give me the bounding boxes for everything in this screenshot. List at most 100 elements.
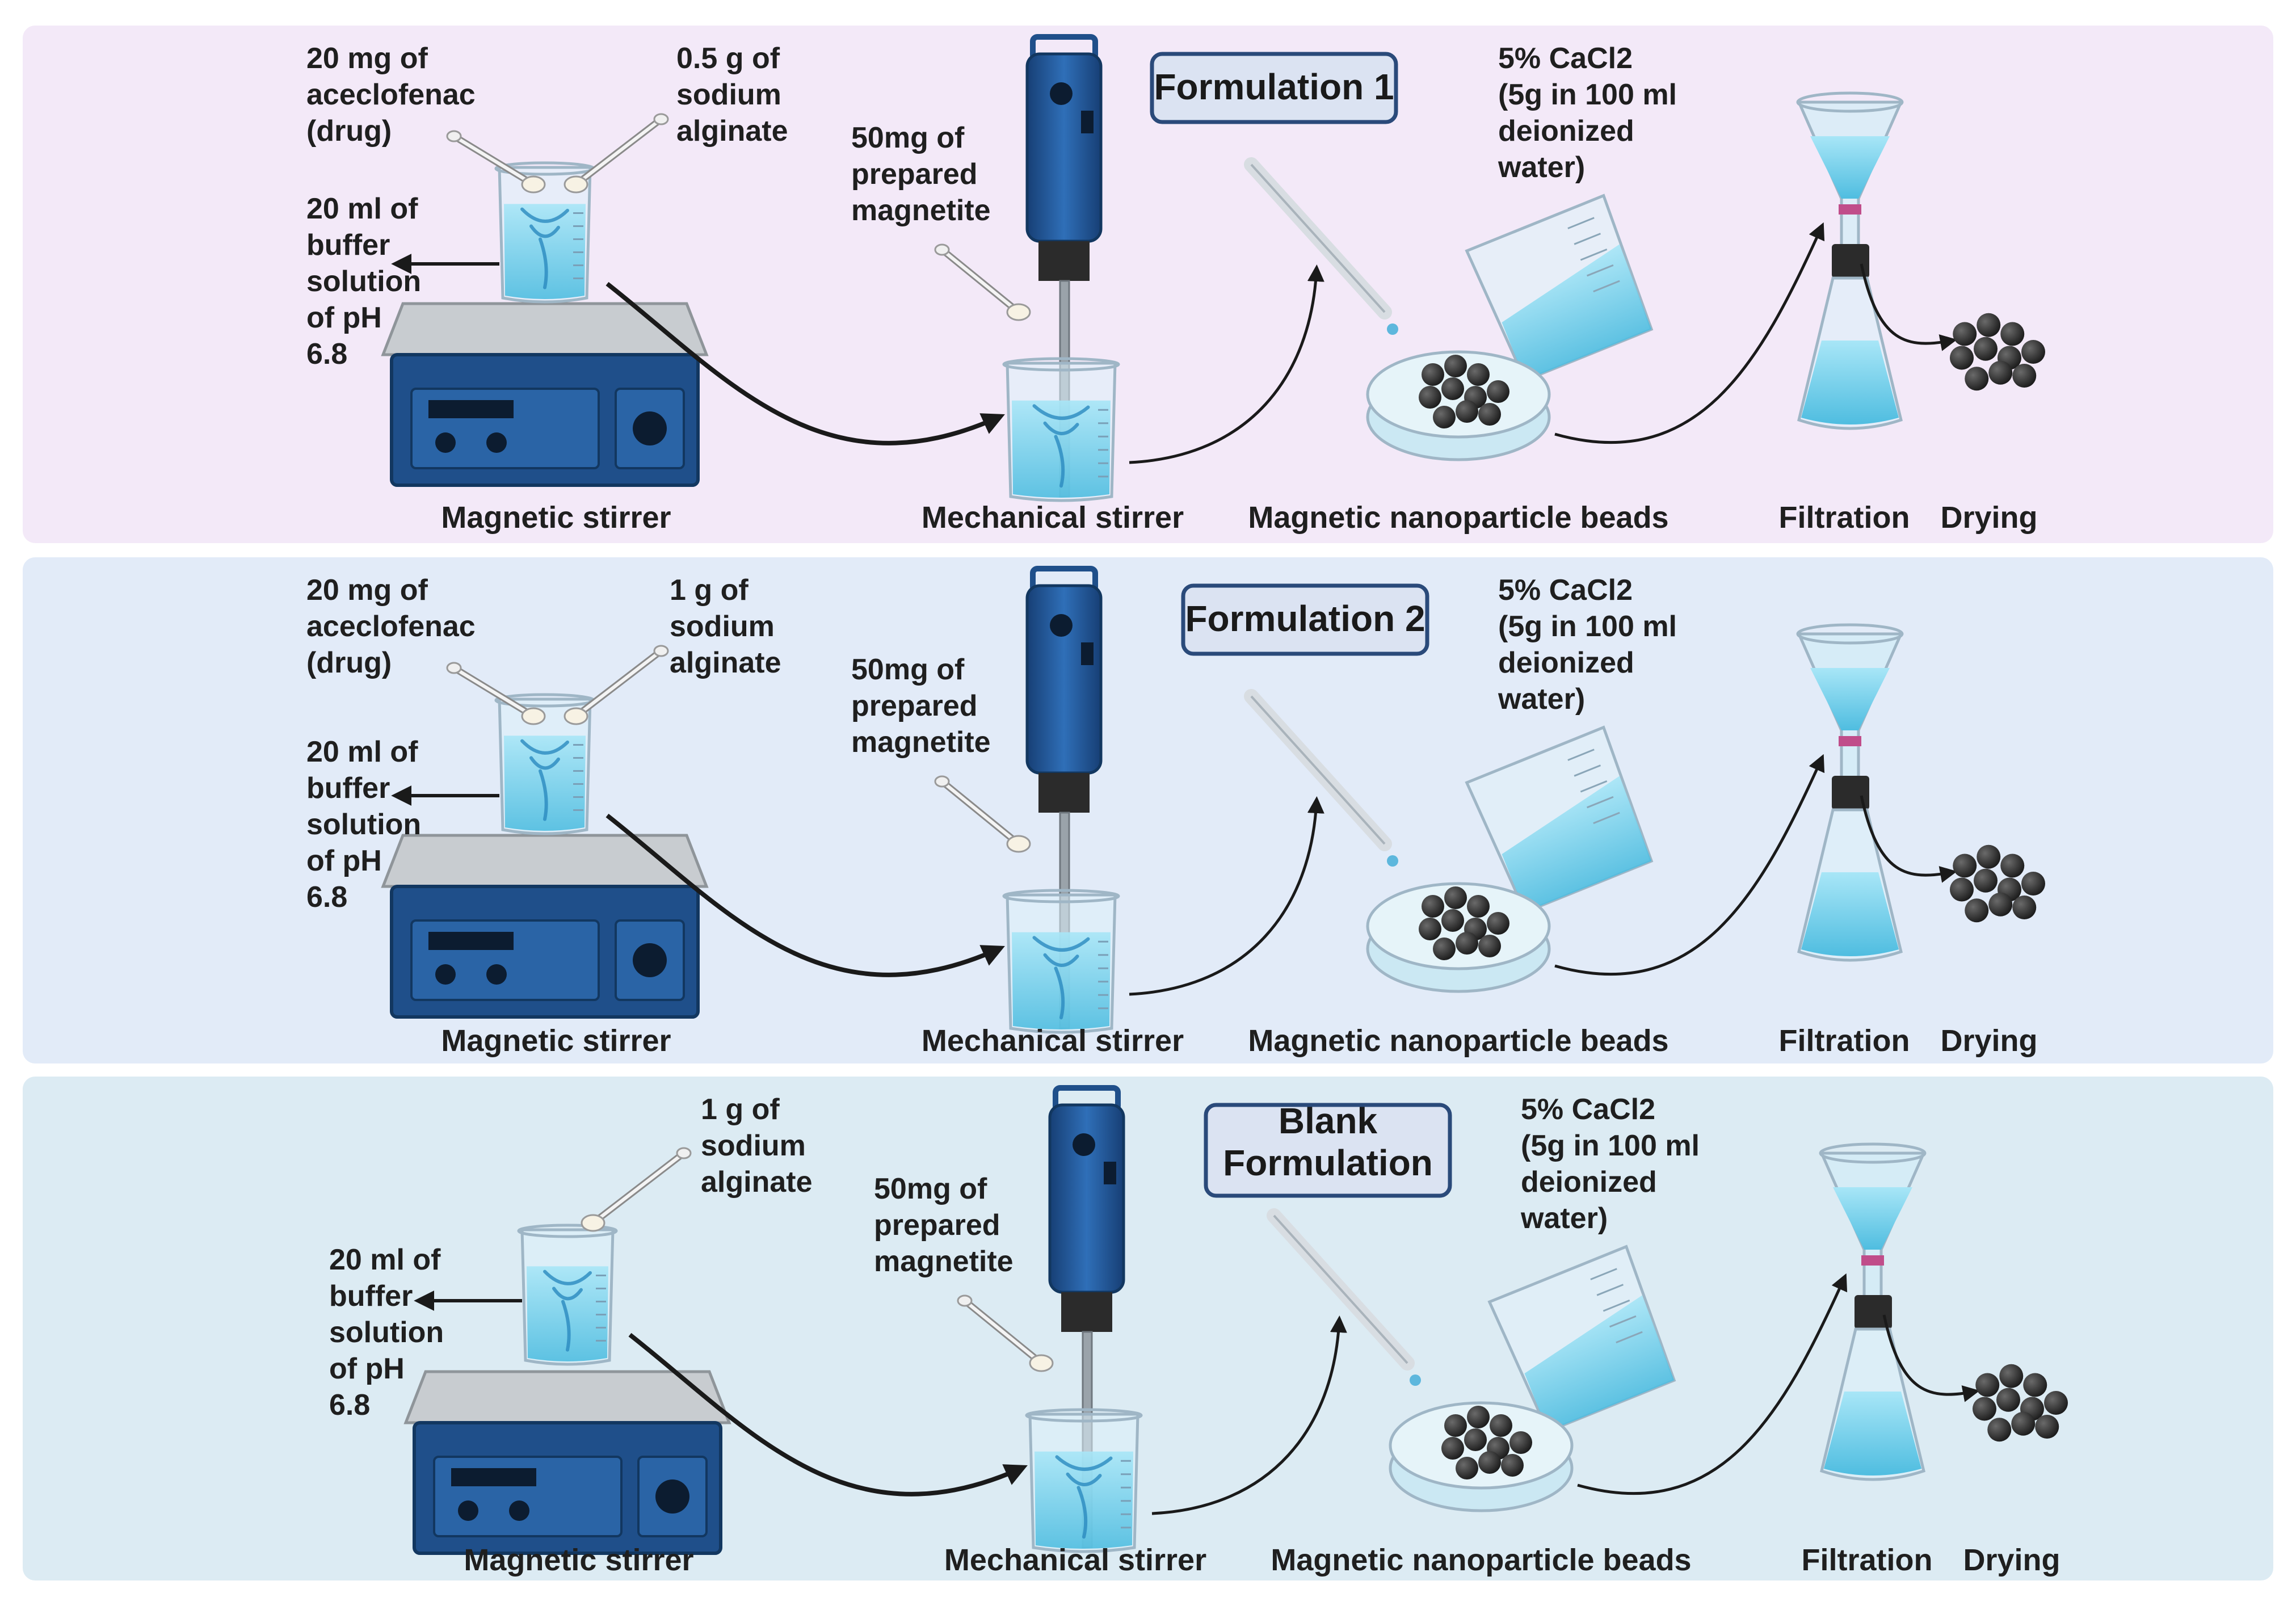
- beaker-rim: [517, 1224, 618, 1238]
- spatula-icon: [934, 243, 1031, 321]
- beaker-rim: [1002, 357, 1120, 372]
- funnel-liquid: [1810, 668, 1890, 730]
- bead: [2021, 872, 2045, 896]
- bead: [1490, 1414, 1512, 1437]
- beaker-graduation: [1593, 280, 1620, 293]
- spatula-icon: [446, 130, 546, 194]
- magnetic-stirrer-icon: [381, 302, 709, 487]
- spatula-handle-shine: [940, 248, 1020, 314]
- beaker-icon: [1025, 1408, 1143, 1553]
- spatula-icon: [564, 645, 669, 725]
- spatula-scoop: [581, 1214, 605, 1232]
- alginate-label-line: sodium: [676, 78, 781, 111]
- stage-caption-beads: Magnetic nanoparticle beads: [1248, 1024, 1668, 1058]
- spatula-icon: [564, 113, 669, 194]
- spatula-tip: [957, 1294, 973, 1307]
- magnetite-label-line: prepared: [874, 1209, 1000, 1242]
- stirrer-chuck: [1061, 1292, 1112, 1332]
- stirrer-switch: [1104, 1162, 1116, 1184]
- funnel-rim: [1796, 623, 1904, 645]
- stirrer-motor-body: [1025, 52, 1103, 243]
- beaker-graduation: [1603, 1300, 1630, 1312]
- alginate-label-line: alginate: [701, 1166, 813, 1199]
- stirrer-speed-dial: [1050, 82, 1073, 105]
- bead: [1419, 386, 1441, 409]
- funnel-rim: [1796, 91, 1904, 113]
- alginate-label-line: sodium: [670, 610, 775, 643]
- stirrer-chuck: [1038, 773, 1090, 813]
- funnel-flask-icon: [1819, 1142, 1927, 1481]
- funnel-flask-icon: [1796, 91, 1904, 430]
- buffer-label-line: buffer: [329, 1280, 413, 1313]
- stirrer-chuck: [1038, 241, 1090, 281]
- buffer-label-line: 20 ml of: [306, 735, 418, 768]
- spatula-icon: [446, 662, 546, 725]
- stirrer-switch: [1081, 111, 1094, 133]
- bead: [1478, 1451, 1501, 1474]
- formulation-badge-text: Formulation 2: [1185, 598, 1425, 639]
- beaker-graduation: [1590, 1268, 1617, 1280]
- flow-arrow: [1554, 754, 1825, 976]
- bead-cluster-icon: [1441, 1406, 1532, 1479]
- bead: [1433, 938, 1456, 960]
- beaker-graduation: [1587, 796, 1614, 809]
- flow-arrow: [1151, 1315, 1347, 1515]
- buffer-label-line: 6.8: [306, 881, 347, 914]
- stirrer-knob: [509, 1500, 529, 1521]
- bead-cluster-icon: [1973, 1364, 2068, 1442]
- spatula-icon: [934, 775, 1031, 853]
- tilted-beaker-icon: [1487, 1245, 1676, 1434]
- drug-label-line: 20 mg of: [306, 574, 428, 607]
- cacl2-label-line: 5% CaCl2: [1498, 574, 1633, 607]
- bead: [1973, 1397, 1996, 1421]
- cacl2-label-line: water): [1498, 151, 1585, 184]
- bead: [1487, 380, 1509, 403]
- bead: [1444, 886, 1467, 909]
- bead: [1456, 1457, 1478, 1479]
- bead: [1988, 892, 2013, 917]
- stirrer-knob: [435, 432, 456, 453]
- beaker-icon: [517, 1224, 618, 1366]
- spatula-scoop: [1029, 1354, 1054, 1372]
- beaker-icon: [494, 693, 595, 835]
- alginate-label-line: 1 g of: [670, 574, 748, 607]
- drug-label-line: 20 mg of: [306, 42, 428, 75]
- pipette-icon: [1267, 1208, 1421, 1386]
- buffer-label-line: 6.8: [329, 1389, 370, 1422]
- bead-cluster-icon: [1419, 886, 1509, 960]
- bead: [1441, 377, 1464, 400]
- bead: [1953, 322, 1977, 346]
- stirrer-speed-dial: [1050, 614, 1073, 637]
- stage-caption-drying: Drying: [1963, 1543, 2060, 1577]
- magnetite-label-line: 50mg of: [874, 1172, 987, 1205]
- bead: [1444, 1414, 1467, 1437]
- pipette-stem: [1273, 1214, 1408, 1364]
- formulation-badge: [1181, 583, 1429, 656]
- magnetite-label-line: magnetite: [851, 194, 991, 227]
- stirrer-display: [428, 932, 514, 950]
- bead: [1487, 912, 1509, 935]
- stage-caption-filtration: Filtration: [1779, 501, 1910, 535]
- magnetite-label-line: magnetite: [851, 726, 991, 759]
- beaker-graduation: [1616, 1331, 1643, 1344]
- stage-caption-mechanical: Mechanical stirrer: [922, 1024, 1184, 1058]
- bead: [1419, 918, 1441, 940]
- bead: [1433, 406, 1456, 428]
- funnel-clamp: [1839, 204, 1861, 215]
- bead: [1509, 1431, 1532, 1454]
- spatula-tip: [934, 775, 950, 788]
- stirrer-plate: [403, 1370, 731, 1424]
- beaker-rim: [1002, 889, 1120, 903]
- alginate-label-line: sodium: [701, 1129, 806, 1162]
- beaker-graduation: [1596, 1284, 1624, 1296]
- formulation-badge: [1150, 52, 1398, 124]
- vortex-swirl: [1055, 1455, 1113, 1539]
- bead: [1478, 935, 1501, 957]
